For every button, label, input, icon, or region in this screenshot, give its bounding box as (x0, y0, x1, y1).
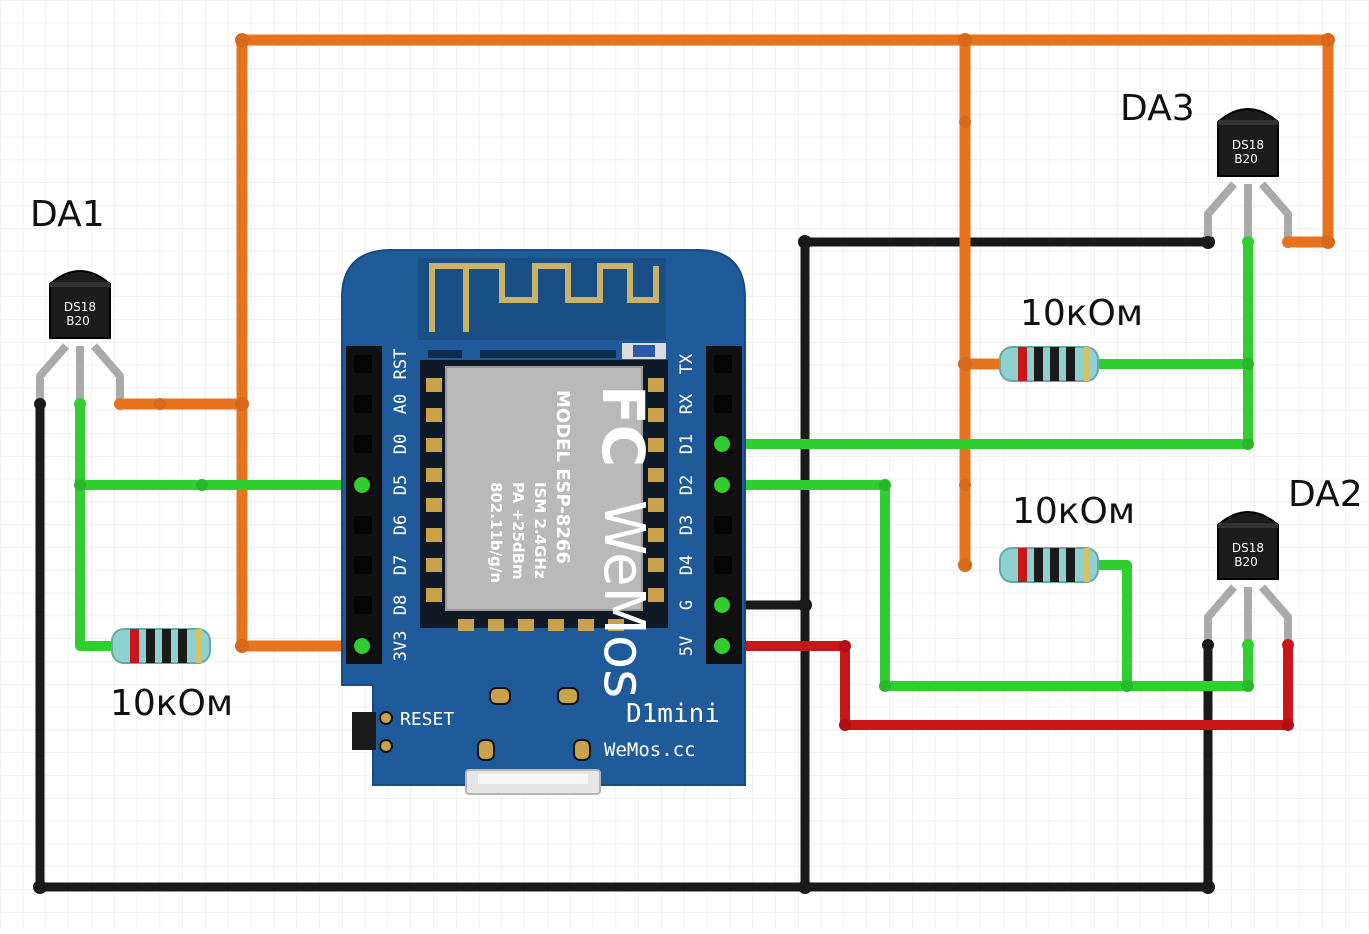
module-brand-text: WeMos (591, 500, 656, 698)
sensor-body (1217, 511, 1279, 580)
sensor-text-line1: DS18 (1232, 541, 1264, 555)
module-line-3: PA +25dBm (509, 482, 527, 580)
module-line-4: 802.11b/g/n (487, 482, 505, 583)
sensor-leg-vcc (1258, 584, 1292, 645)
pin-label-right-g: G (677, 600, 697, 610)
resistor-band (1034, 548, 1043, 582)
pin-hole (354, 355, 372, 373)
resistor-band (1018, 347, 1027, 381)
gnd-wire-main (35, 399, 1213, 892)
pin-hole (354, 395, 372, 413)
resistor-2: 10кОм (999, 491, 1135, 583)
pin-label-right-d4: D4 (677, 555, 697, 575)
module-line-1: MODEL ESP-8266 (552, 390, 573, 564)
sensor-leg-gnd (36, 343, 70, 404)
resistor-band (1066, 347, 1075, 381)
sensor-text-line2: B20 (1234, 555, 1258, 569)
sensor-text-line2: B20 (1234, 152, 1258, 166)
resistor-label: 10кОм (1012, 491, 1135, 532)
module-fc-text: FC (589, 385, 657, 467)
module-pads (426, 378, 664, 631)
resistor-label: 10кОм (110, 683, 233, 724)
resistor-band (162, 629, 171, 663)
pin-hole (714, 516, 732, 534)
left-header (346, 346, 382, 664)
pin-label-left-d5: D5 (391, 475, 411, 495)
board-model-title: D1mini (626, 699, 720, 729)
pin-label-right-d1: D1 (677, 434, 697, 454)
resistor-band (1034, 347, 1043, 381)
pin-label-right-d2: D2 (677, 475, 697, 495)
sensor-leg-vcc (1258, 181, 1292, 242)
pin-label-left-d7: D7 (391, 555, 411, 575)
pin-hole (354, 556, 372, 574)
resistor-band (130, 629, 139, 663)
resistor-3: 10кОм (999, 293, 1143, 382)
resistor-band (1050, 347, 1059, 381)
sensor-text-line2: B20 (66, 314, 90, 328)
right-header (706, 346, 742, 664)
resistor-band (1084, 347, 1090, 381)
pin-connection-dots (354, 436, 730, 654)
sensor-text-line1: DS18 (1232, 138, 1264, 152)
sensor-name-label: DA2 (1288, 474, 1363, 515)
pin-label-left-a0: A0 (391, 394, 411, 414)
resistors: 10кОм 10кОм 10кОм (110, 293, 1143, 724)
antenna-trace (429, 263, 659, 332)
pin-label-right-d3: D3 (677, 515, 697, 535)
resistor-label: 10кОм (1020, 293, 1143, 334)
resistor-band (196, 629, 202, 663)
resistor-band (146, 629, 155, 663)
pin-label-left-d0: D0 (391, 434, 411, 454)
pin-label-left-3v3: 3V3 (391, 631, 411, 662)
resistor-band (1084, 548, 1090, 582)
resistor-band (1018, 548, 1027, 582)
esp-shield (445, 366, 643, 611)
board-site: WeMos.cc (604, 739, 696, 761)
module-line-2: ISM 2.4GHz (531, 482, 549, 579)
pin-hole (714, 556, 732, 574)
pin-hole (714, 355, 732, 373)
data-wire-r2 (1085, 560, 1132, 691)
sensor-leg-vcc (90, 343, 124, 404)
sensor-body (49, 270, 111, 339)
sensor-text-line1: DS18 (64, 300, 96, 314)
pin-hole (354, 516, 372, 534)
pin-label-right-rx: RX (677, 393, 697, 414)
resistor-band (178, 629, 187, 663)
resistor-band (1066, 548, 1075, 582)
sensor-body (1217, 108, 1279, 177)
antenna-area (418, 258, 666, 340)
wire-joints (33, 33, 1335, 894)
sensor-leg-gnd (1204, 584, 1238, 645)
resistor-band (1050, 548, 1059, 582)
sensor-leg-gnd (1204, 181, 1238, 242)
resistor-1: 10кОм (110, 628, 233, 724)
pin-label-left-d6: D6 (391, 515, 411, 535)
pin-label-right-5v: 5V (677, 636, 697, 656)
pin-hole (354, 435, 372, 453)
pin-label-left-rst: RST (391, 349, 411, 380)
pin-label-left-d8: D8 (391, 595, 411, 615)
wemos-d1-mini-board: FC WeMos MODEL ESP-8266 ISM 2.4GHz PA +2… (341, 249, 746, 795)
sensor-name-label: DA3 (1120, 88, 1195, 129)
pin-hole (714, 395, 732, 413)
reset-label: RESET (400, 709, 454, 730)
board-pads (477, 687, 591, 761)
pin-hole (354, 596, 372, 614)
pin-label-right-tx: TX (677, 353, 697, 374)
module-text: FC WeMos MODEL ESP-8266 ISM 2.4GHz PA +2… (487, 385, 657, 698)
via-dots (428, 350, 616, 358)
sensor-name-label: DA1 (30, 194, 105, 235)
reset-button (352, 712, 376, 750)
